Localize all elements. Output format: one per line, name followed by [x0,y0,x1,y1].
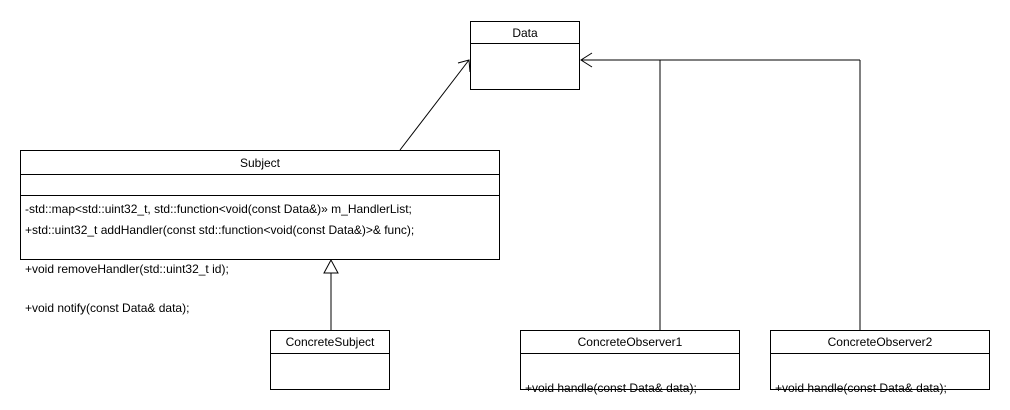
class-concrete-observer-1-operations: +void handle(const Data& data); [521,354,739,410]
class-concrete-observer-2-operations: +void handle(const Data& data); [771,354,989,410]
operation-handle: +void handle(const Data& data); [525,381,697,395]
operation-add-handler: +std::uint32_t addHandler(const std::fun… [25,223,415,237]
class-concrete-subject-name: ConcreteSubject [271,331,389,354]
operation-handle: +void handle(const Data& data); [775,381,947,395]
class-concrete-observer-1[interactable]: ConcreteObserver1 +void handle(const Dat… [520,330,740,395]
class-subject[interactable]: Subject -std::map<std::uint32_t, std::fu… [20,150,500,315]
operation-notify: +void notify(const Data& data); [25,301,190,315]
class-concrete-observer-1-name: ConcreteObserver1 [521,331,739,354]
operation-remove-handler: +void removeHandler(std::uint32_t id); [25,262,229,276]
class-concrete-observer-2[interactable]: ConcreteObserver2 +void handle(const Dat… [770,330,990,395]
class-subject-attributes: -std::map<std::uint32_t, std::function<v… [21,175,499,216]
class-subject-name: Subject [21,151,499,175]
class-data-name: Data [471,22,579,44]
class-data[interactable]: Data [470,21,580,90]
class-subject-operations: +std::uint32_t addHandler(const std::fun… [21,196,499,341]
concretesubject-to-subject-generalization [323,258,339,330]
class-concrete-subject[interactable]: ConcreteSubject [270,330,390,390]
subject-to-data-association [399,59,471,151]
class-concrete-observer-2-name: ConcreteObserver2 [771,331,989,354]
observers-to-data-association [580,52,861,330]
attribute-handler-list: -std::map<std::uint32_t, std::function<v… [25,202,412,216]
